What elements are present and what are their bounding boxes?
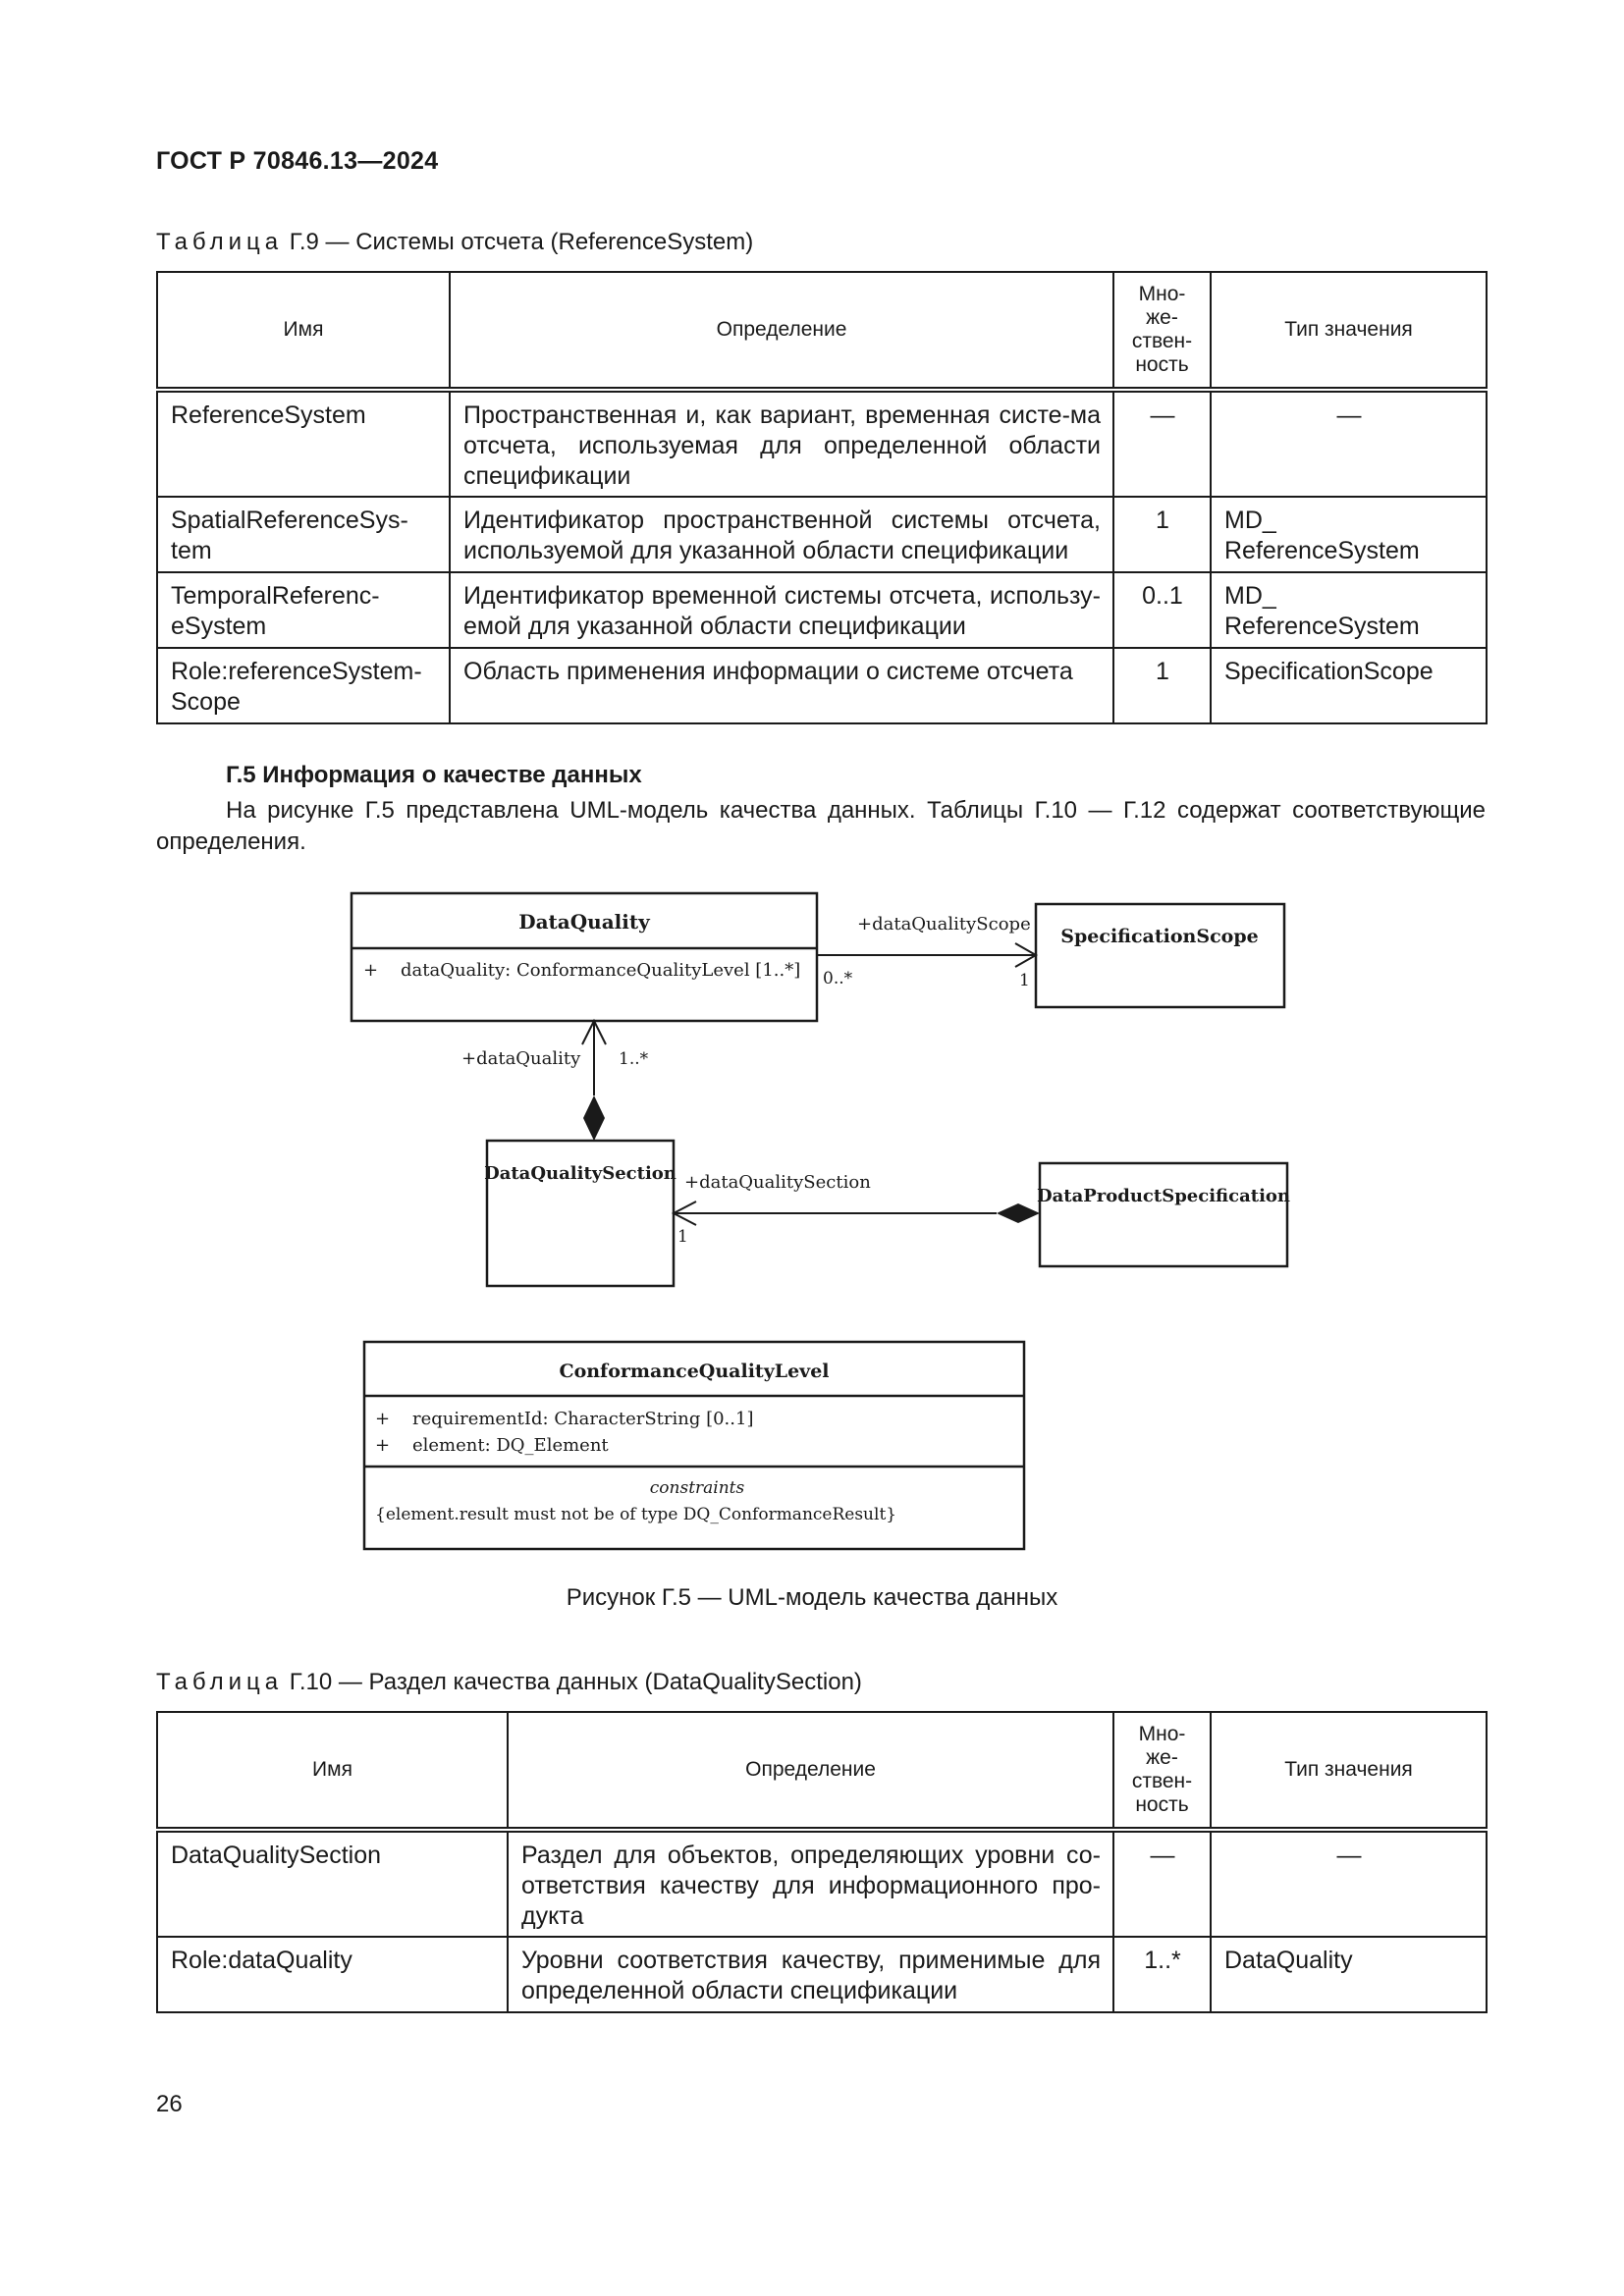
table-cell-multiplicity: 0..1 — [1112, 571, 1212, 649]
section-title: Г.5 Информация о качестве данных — [226, 762, 642, 788]
table-cell-multiplicity: 1..* — [1112, 1936, 1212, 2013]
association-scope-role: +dataQualityScope — [857, 914, 1031, 934]
specificationscope-class: SpecificationScope — [1034, 902, 1286, 1009]
composition-diamond — [583, 1095, 605, 1141]
dataquality-class: DataQuality + dataQuality: ConformanceQu… — [350, 891, 819, 1023]
table-cell-type: — — [1210, 1829, 1488, 1938]
table-cell-definition: Идентификатор пространственной системы о… — [449, 496, 1114, 573]
table-cell-definition: Пространственная и, как вариант, временн… — [449, 389, 1114, 498]
table-cell-definition: Уровни соответствия качеству, применимые… — [507, 1936, 1114, 2013]
association-section-multiplicity: 1 — [677, 1227, 688, 1247]
association-scope-multiplicity-target: 1 — [1019, 971, 1030, 990]
conformancequalitylevel-attribute-element: + element: DQ_Element — [375, 1435, 609, 1456]
association-dataquality-multiplicity: 1..* — [619, 1049, 649, 1069]
table-cell-definition: Идентификатор временной системы отсчета,… — [449, 571, 1114, 649]
dataquality-class-name: DataQuality — [518, 910, 651, 934]
section-paragraph: На рисунке Г.5 представлена UML-модель к… — [156, 797, 1486, 855]
table-row: Role:referenceSystem- Scope Область прим… — [156, 647, 1488, 724]
table-9-header-multiplicity: Мно- же- ствен- ность — [1112, 271, 1212, 393]
association-dps-section: +dataQualitySection 1 — [671, 1172, 1040, 1247]
table-cell-definition: Область применения информации о системе … — [449, 647, 1114, 724]
table-9-header-row: Имя Определение Мно- же- ствен- ность Ти… — [156, 271, 1488, 393]
table-cell-name: Role:referenceSystem- Scope — [156, 647, 451, 724]
table-cell-type: SpecificationScope — [1210, 647, 1488, 724]
table-cell-type: DataQuality — [1210, 1936, 1488, 2013]
table-10-caption: Таблица Г.10 — Раздел качества данных (D… — [156, 1669, 862, 1696]
table-cell-type: MD_ ReferenceSystem — [1210, 571, 1488, 649]
table-cell-multiplicity: 1 — [1112, 496, 1212, 573]
table-row: DataQualitySection Раздел для объектов, … — [156, 1829, 1488, 1938]
table-cell-name: TemporalReferenc- eSystem — [156, 571, 451, 649]
table-cell-multiplicity: — — [1112, 1829, 1212, 1938]
table-9-header-name: Имя — [156, 271, 451, 393]
conformancequalitylevel-class-name: ConformanceQualityLevel — [559, 1361, 829, 1382]
association-dataquality-scope: +dataQualityScope 0..* 1 — [817, 914, 1039, 990]
table-cell-name: SpatialReferenceSys- tem — [156, 496, 451, 573]
table-cell-name: Role:dataQuality — [156, 1936, 509, 2013]
association-dataquality-role: +dataQuality — [461, 1048, 581, 1069]
table-cell-definition: Раздел для объектов, определяющих уровни… — [507, 1829, 1114, 1938]
table-9-caption-text: Г.9 — Системы отсчета (ReferenceSystem) — [283, 229, 754, 255]
table-10-header-row: Имя Определение Мно- же- ствен- ность Ти… — [156, 1711, 1488, 1833]
table-cell-name: ReferenceSystem — [156, 389, 451, 498]
table-row: Role:dataQuality Уровни соответствия кач… — [156, 1936, 1488, 2013]
table-row: SpatialReferenceSys- tem Идентификатор п… — [156, 496, 1488, 573]
composition-diamond — [997, 1203, 1040, 1223]
dataquality-attribute: + dataQuality: ConformanceQualityLevel [… — [363, 960, 800, 981]
table-10-header-type: Тип значения — [1210, 1711, 1488, 1833]
table-cell-multiplicity: 1 — [1112, 647, 1212, 724]
figure-caption: Рисунок Г.5 — UML-модель качества данных — [566, 1584, 1058, 1611]
table-row: ReferenceSystem Пространственная и, как … — [156, 389, 1488, 498]
dataproductspecification-class: DataProductSpecification — [1037, 1161, 1290, 1268]
table-cell-multiplicity: — — [1112, 389, 1212, 498]
specificationscope-class-name: SpecificationScope — [1060, 926, 1258, 947]
table-9: Имя Определение Мно- же- ствен- ность Ти… — [156, 271, 1488, 724]
conformancequalitylevel-attribute-requirementid: + requirementId: CharacterString [0..1] — [375, 1409, 753, 1429]
table-cell-name: DataQualitySection — [156, 1829, 509, 1938]
table-10-header-name: Имя — [156, 1711, 509, 1833]
association-section-role: +dataQualitySection — [684, 1172, 871, 1193]
dataproductspecification-class-name: DataProductSpecification — [1037, 1186, 1290, 1206]
table-cell-type: — — [1210, 389, 1488, 498]
table-9-caption-prefix: Таблица — [156, 229, 284, 255]
table-9-caption: Таблица Г.9 — Системы отсчета (Reference… — [156, 229, 753, 256]
uml-diagram: DataQuality + dataQuality: ConformanceQu… — [350, 891, 1290, 1551]
dataqualitysection-class: DataQualitySection — [484, 1139, 677, 1288]
document-header: ГОСТ Р 70846.13—2024 — [156, 147, 439, 175]
constraints-title: constraints — [650, 1478, 745, 1498]
table-10-header-multiplicity: Мно- же- ствен- ность — [1112, 1711, 1212, 1833]
conformancequalitylevel-class: ConformanceQualityLevel + requirementId:… — [362, 1340, 1026, 1551]
page-number: 26 — [156, 2091, 183, 2117]
table-10-caption-prefix: Таблица — [156, 1669, 284, 1695]
table-cell-type: MD_ ReferenceSystem — [1210, 496, 1488, 573]
association-section-dataquality: +dataQuality 1..* — [461, 1018, 649, 1141]
table-10-caption-text: Г.10 — Раздел качества данных (DataQuali… — [283, 1669, 862, 1695]
constraint-text: {element.result must not be of type DQ_C… — [375, 1505, 896, 1524]
table-10: Имя Определение Мно- же- ствен- ность Ти… — [156, 1711, 1488, 2013]
table-row: TemporalReferenc- eSystem Идентификатор … — [156, 571, 1488, 649]
dataqualitysection-class-name: DataQualitySection — [484, 1163, 677, 1184]
table-10-header-definition: Определение — [507, 1711, 1114, 1833]
table-9-header-definition: Определение — [449, 271, 1114, 393]
association-scope-multiplicity-source: 0..* — [823, 969, 853, 988]
table-9-header-type: Тип значения — [1210, 271, 1488, 393]
